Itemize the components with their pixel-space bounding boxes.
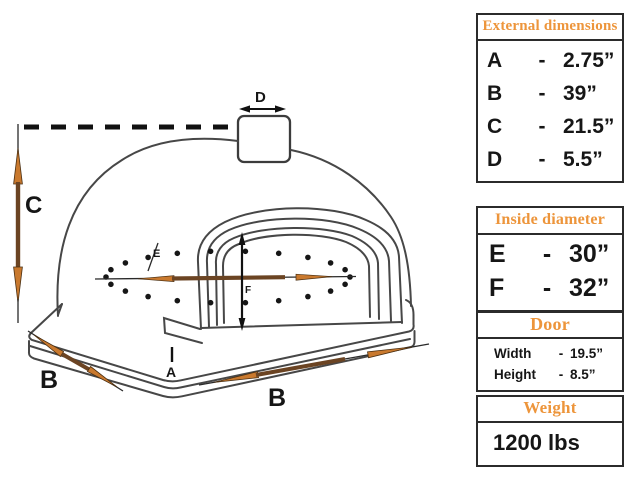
weight-panel: Weight 1200 lbs (476, 395, 624, 467)
floor-dots (103, 248, 353, 306)
dim-dash: - (538, 114, 546, 138)
dim-dash: - (538, 147, 546, 171)
dim-row-a: A - 2.75” (478, 44, 622, 77)
external-dimensions-panel: External dimensions A - 2.75” B - 39” C … (476, 13, 624, 183)
label-c: C (25, 192, 42, 219)
dim-dash: - (538, 81, 546, 105)
dim-label: Height (494, 367, 536, 382)
hearth-lip (162, 316, 203, 344)
chimney (236, 114, 292, 164)
label-e-leader (147, 242, 159, 272)
door-panel: Door Width - 19.5” Height - 8.5” (476, 311, 624, 392)
oven-diagram: C D E F (13, 89, 430, 412)
dim-dash: - (558, 367, 564, 382)
label-f: F (245, 285, 251, 296)
external-dimensions-title: External dimensions (478, 15, 622, 41)
dimension-arrow-b-right (198, 343, 430, 386)
dimension-arrow-f (238, 232, 246, 331)
inside-diameter-title: Inside diameter (478, 208, 622, 235)
dim-value: 30” (569, 239, 610, 268)
door-row-height: Height - 8.5” (478, 364, 622, 385)
dim-row-b: B - 39” (478, 77, 622, 110)
dim-dash: - (538, 48, 546, 72)
weight-title: Weight (478, 397, 622, 423)
door-body: Width - 19.5” Height - 8.5” (478, 339, 622, 390)
dome-right-outline (290, 149, 412, 307)
dim-label: C (487, 114, 503, 138)
door-row-width: Width - 19.5” (478, 343, 622, 364)
door-title: Door (478, 313, 622, 339)
dim-row-d: D - 5.5” (478, 143, 622, 176)
dim-label: A (487, 48, 503, 72)
label-e: E (153, 248, 160, 260)
dimension-arrow-b-left (27, 330, 124, 392)
dim-value: 5.5” (563, 147, 603, 171)
door-arch (196, 207, 403, 330)
inside-diameter-panel: Inside diameter E - 30” F - 32” (476, 206, 624, 312)
label-d: D (255, 89, 266, 106)
dim-value: 8.5” (570, 367, 596, 382)
dim-value: 19.5” (570, 346, 604, 361)
dim-dash: - (542, 239, 552, 268)
dimension-arrow-d (239, 105, 286, 113)
dim-row-f: F - 32” (478, 271, 622, 305)
dim-label: Width (494, 346, 532, 361)
dim-value: 32” (569, 273, 610, 302)
dim-label: F (489, 273, 505, 302)
dim-value: 2.75” (563, 48, 615, 72)
label-b-right: B (268, 384, 286, 412)
dim-value: 39” (563, 81, 597, 105)
dim-row-c: C - 21.5” (478, 110, 622, 143)
dome-left-outline (56, 137, 239, 317)
inside-diameter-body: E - 30” F - 32” (478, 235, 622, 310)
base-slab (27, 299, 416, 399)
dimension-arrow-c (13, 124, 23, 323)
dim-label: E (489, 239, 506, 268)
dim-dash: - (558, 346, 564, 361)
dim-row-e: E - 30” (478, 237, 622, 271)
dim-label: D (487, 147, 503, 171)
dim-label: B (487, 81, 503, 105)
label-a: A (166, 364, 176, 380)
external-dimensions-body: A - 2.75” B - 39” C - 21.5” D - 5.5” (478, 41, 622, 181)
dim-dash: - (542, 273, 552, 302)
weight-value: 1200 lbs (493, 430, 580, 455)
dim-value: 21.5” (563, 114, 615, 138)
label-b-left: B (40, 366, 58, 394)
dimension-arrow-e (94, 273, 357, 282)
